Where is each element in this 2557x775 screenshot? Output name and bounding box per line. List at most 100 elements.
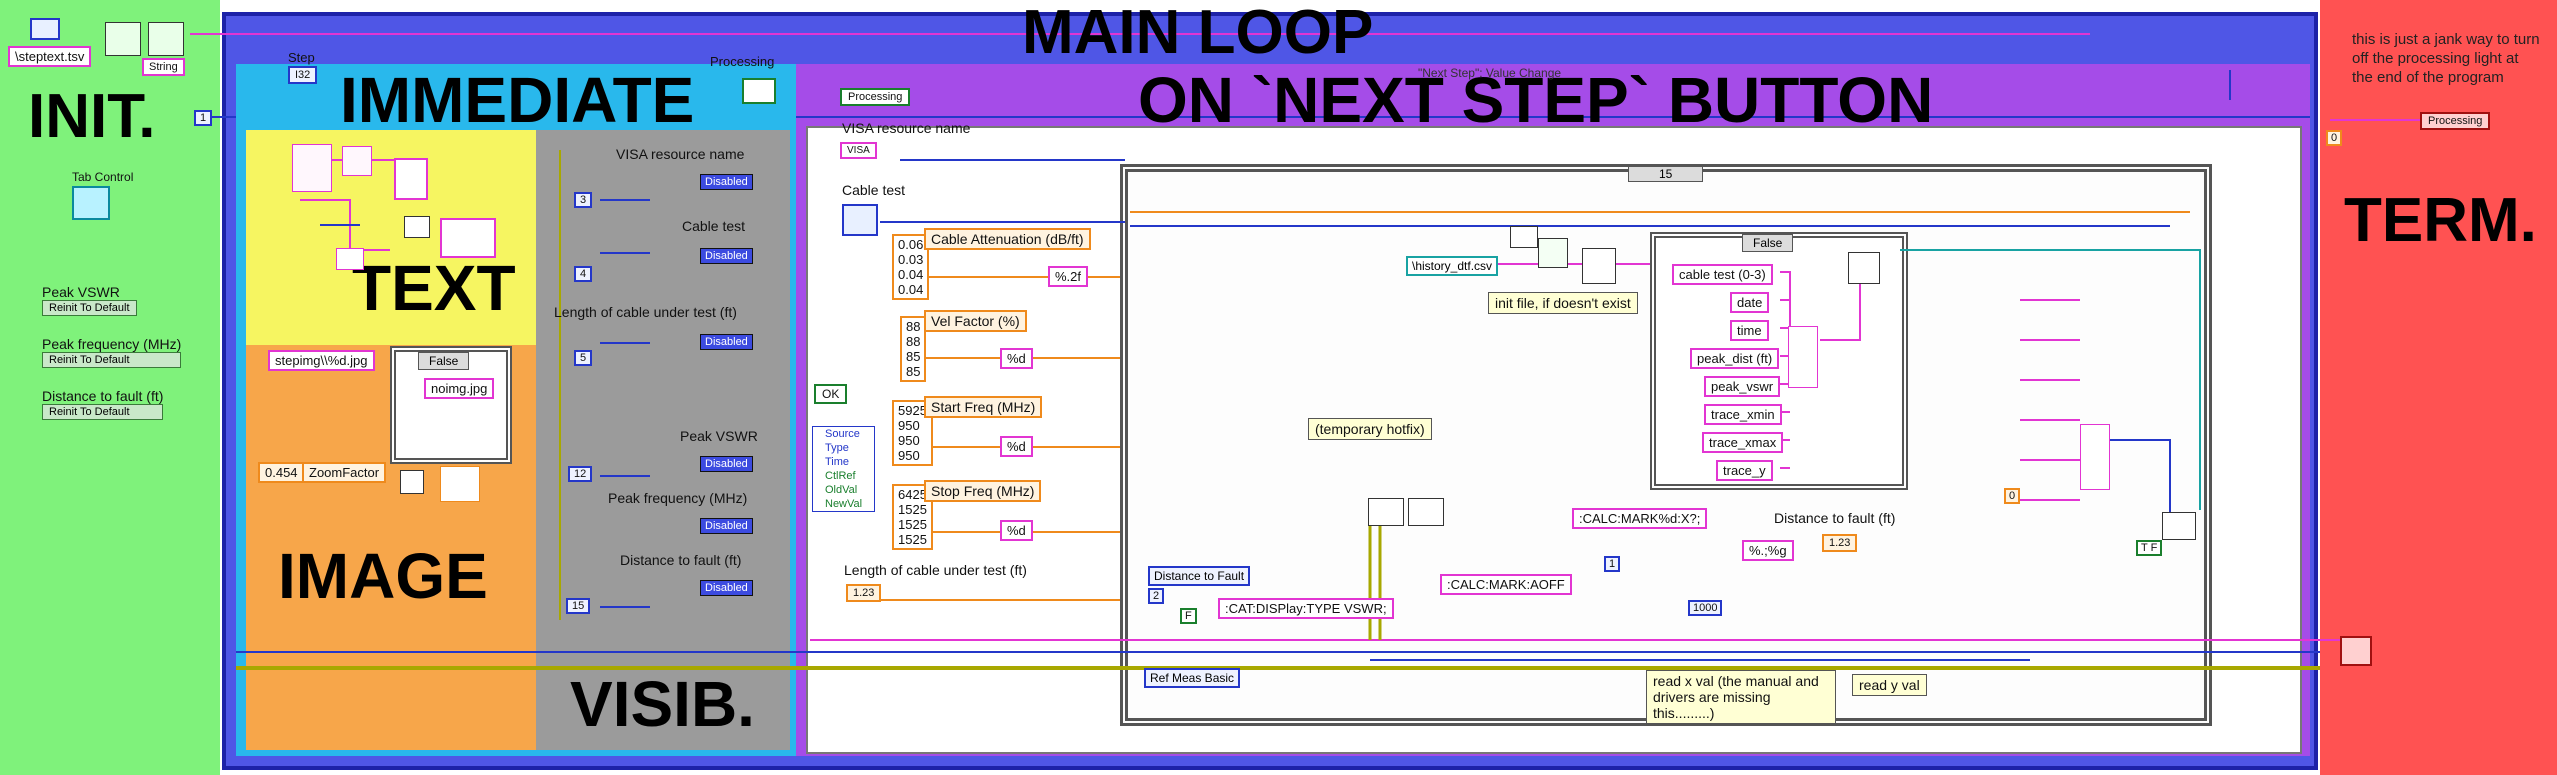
start-freq-label: Start Freq (MHz) [924, 396, 1043, 418]
build-array-node [1788, 326, 1818, 388]
array-value: 0.03 [898, 252, 924, 267]
init-region [0, 0, 220, 775]
case-false-selector[interactable]: False [1742, 234, 1794, 252]
length-label: Length of cable under test (ft) [844, 562, 1027, 578]
property-node-peak-frequency[interactable]: Peak frequency (MHz) Reinit To Default [42, 336, 182, 368]
zoom-factor-property: ZoomFactor [302, 462, 387, 483]
column-trace-y: trace_y [1716, 460, 1773, 481]
property-label: Peak frequency (MHz) [42, 336, 182, 352]
visib-visa-label: VISA resource name [616, 146, 745, 162]
image-path-format: stepimg\\%d.jpg [268, 350, 375, 371]
folder-icon [1510, 226, 1538, 248]
visa-resource-label: VISA resource name [842, 120, 971, 136]
stop-freq-format: %d [1000, 520, 1033, 541]
length-terminal[interactable]: 1.23 [846, 584, 882, 602]
write-spreadsheet-node [1848, 252, 1880, 284]
visib-peak-vswr-label: Peak VSWR [680, 428, 758, 444]
jpeg-read-node [400, 470, 424, 494]
number-format-constant: %.;%g [1742, 540, 1794, 561]
immediate-title: IMMEDIATE [340, 64, 695, 136]
string-indicator [394, 158, 428, 200]
column-peak-dist: peak_dist (ft) [1690, 348, 1780, 369]
array-value: 950 [898, 418, 920, 433]
next-step-title: ON `NEXT STEP` BUTTON [1138, 64, 1934, 136]
array-value: 0.06 [898, 237, 924, 252]
draw-picture-node [440, 466, 480, 502]
visib-visa-disabled: Disabled [700, 174, 753, 190]
read-file-node [105, 22, 141, 56]
distance-to-fault-terminal[interactable]: 1.23 [1822, 534, 1858, 552]
sequence-frame-selector[interactable]: 15 [1628, 166, 1704, 182]
start-freq-array: 5925 950 950 950 [892, 400, 933, 466]
vel-factor-array: 88 88 85 85 [900, 316, 927, 382]
property-node-distance-to-fault[interactable]: Distance to fault (ft) Reinit To Default [42, 388, 164, 420]
visib-distance-index: 15 [566, 598, 591, 614]
tab-control-terminal[interactable] [72, 186, 110, 220]
stop-freq-label: Stop Freq (MHz) [924, 480, 1042, 502]
visib-title: VISIB. [570, 668, 755, 740]
boolean-constant: F [1180, 608, 1197, 624]
property-label: Peak VSWR [42, 284, 120, 300]
folder-icon [30, 18, 60, 40]
property-label: Distance to fault (ft) [42, 388, 164, 404]
visib-peak-frequency-disabled: Disabled [700, 518, 753, 534]
event-item: OldVal [825, 484, 858, 496]
array-value: 1525 [898, 517, 927, 532]
visib-cable-disabled: Disabled [700, 248, 753, 264]
column-trace-xmax: trace_xmax [1702, 432, 1784, 453]
noimg-constant: noimg.jpg [424, 378, 495, 399]
file-path-constant: \steptext.tsv [8, 46, 92, 67]
cable-test-terminal[interactable] [842, 204, 878, 236]
term-title: TERM. [2344, 186, 2537, 255]
image-title: IMAGE [278, 540, 488, 612]
build-path-node [1538, 238, 1568, 268]
term-processing-local: Processing [2420, 112, 2491, 130]
ok-button-terminal[interactable]: OK [814, 384, 848, 404]
visib-peak-vswr-index: 12 [568, 466, 593, 482]
step-label: Step [288, 50, 315, 65]
visib-peak-vswr-disabled: Disabled [700, 456, 753, 472]
vel-factor-format: %d [1000, 348, 1033, 369]
image-case-selector[interactable]: False [418, 352, 470, 370]
visa-write-node [1368, 498, 1404, 526]
visib-cable-index: 4 [574, 266, 593, 282]
array-value: 0.04 [898, 282, 924, 297]
step-terminal[interactable]: I32 [288, 66, 318, 84]
property-node-peak-vswr[interactable]: Peak VSWR Reinit To Default [42, 284, 137, 316]
array-value: 6425 [898, 487, 927, 502]
column-peak-vswr: peak_vswr [1704, 376, 1781, 397]
zero-constant: 0 [2004, 488, 2021, 504]
event-item: CtlRef [825, 470, 856, 482]
array-value: 1525 [898, 532, 927, 547]
ref-meas-selector[interactable]: Ref Meas Basic [1144, 668, 1241, 688]
visa-resource-terminal[interactable]: VISA [840, 142, 877, 159]
visibility-region [536, 130, 790, 750]
start-freq-format: %d [1000, 436, 1033, 457]
visib-distance-disabled: Disabled [700, 580, 753, 596]
main-loop-title: MAIN LOOP [1022, 0, 1374, 67]
build-output-array-node [2080, 424, 2110, 490]
reinit-method: Reinit To Default [42, 404, 164, 420]
column-time: time [1730, 320, 1769, 341]
newline-constant [336, 248, 364, 270]
visib-length-disabled: Disabled [700, 334, 753, 350]
cable-attenuation-array: 0.06 0.03 0.04 0.04 [892, 234, 930, 300]
stop-freq-array: 6425 1525 1525 1525 [892, 484, 933, 550]
string-type-selector[interactable]: String [142, 58, 185, 76]
event-item: NewVal [825, 498, 863, 510]
processing-local-variable: Processing [840, 88, 911, 106]
const-one: 1 [1604, 556, 1621, 572]
mode-selector[interactable]: Distance to Fault [1148, 566, 1251, 586]
text-title: TEXT [352, 252, 516, 324]
processing-led-terminal[interactable] [742, 78, 776, 104]
event-item: Type [825, 442, 849, 454]
loop-count-constant: 1 [194, 110, 213, 126]
event-case-header[interactable]: "Next Step": Value Change [1418, 66, 1562, 80]
cable-attenuation-format: %.2f [1048, 266, 1089, 287]
array-value: 85 [906, 349, 921, 364]
array-value: 0.04 [898, 267, 924, 282]
read-x-note: read x val (the manual and drivers are m… [1646, 670, 1836, 724]
term-note: this is just a jank way to turn off the … [2352, 31, 2540, 86]
zoom-constant: 0.454 [258, 462, 305, 483]
